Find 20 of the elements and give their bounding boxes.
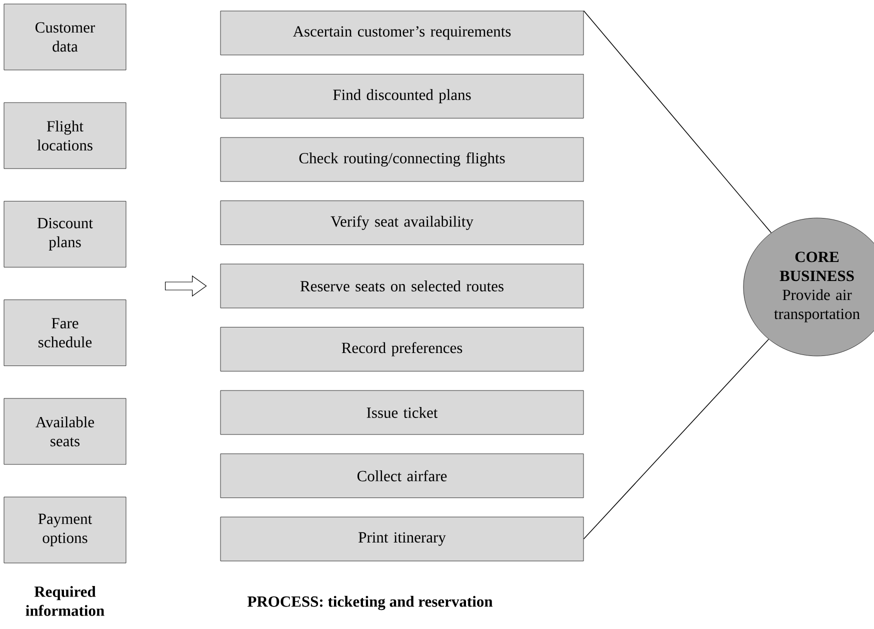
info-box: Discount plans [4, 201, 126, 268]
process-box: Record preferences [220, 327, 584, 372]
process-box: Find discounted plans [220, 74, 584, 118]
caption: PROCESS: ticketing and reservation [248, 596, 493, 610]
connector-line [583, 10, 772, 234]
process-box: Issue ticket [220, 390, 584, 435]
process-box: Ascertain customer’s requirements [220, 10, 584, 56]
hollow-arrow [165, 275, 207, 297]
process-box: Check routing/connecting flights [220, 137, 584, 182]
process-box: Print itinerary [220, 516, 584, 562]
info-box: Flight locations [4, 102, 126, 169]
process-box: Verify seat availability [220, 200, 584, 245]
info-box: Customer data [4, 4, 126, 70]
process-box: Reserve seats on selected routes [220, 264, 584, 308]
info-box: Fare schedule [4, 300, 126, 366]
process-box: Collect airfare [220, 454, 584, 498]
info-box: Available seats [4, 398, 126, 465]
connector-line [583, 338, 770, 540]
caption: Required information [26, 586, 104, 616]
info-box: Payment options [4, 496, 126, 564]
